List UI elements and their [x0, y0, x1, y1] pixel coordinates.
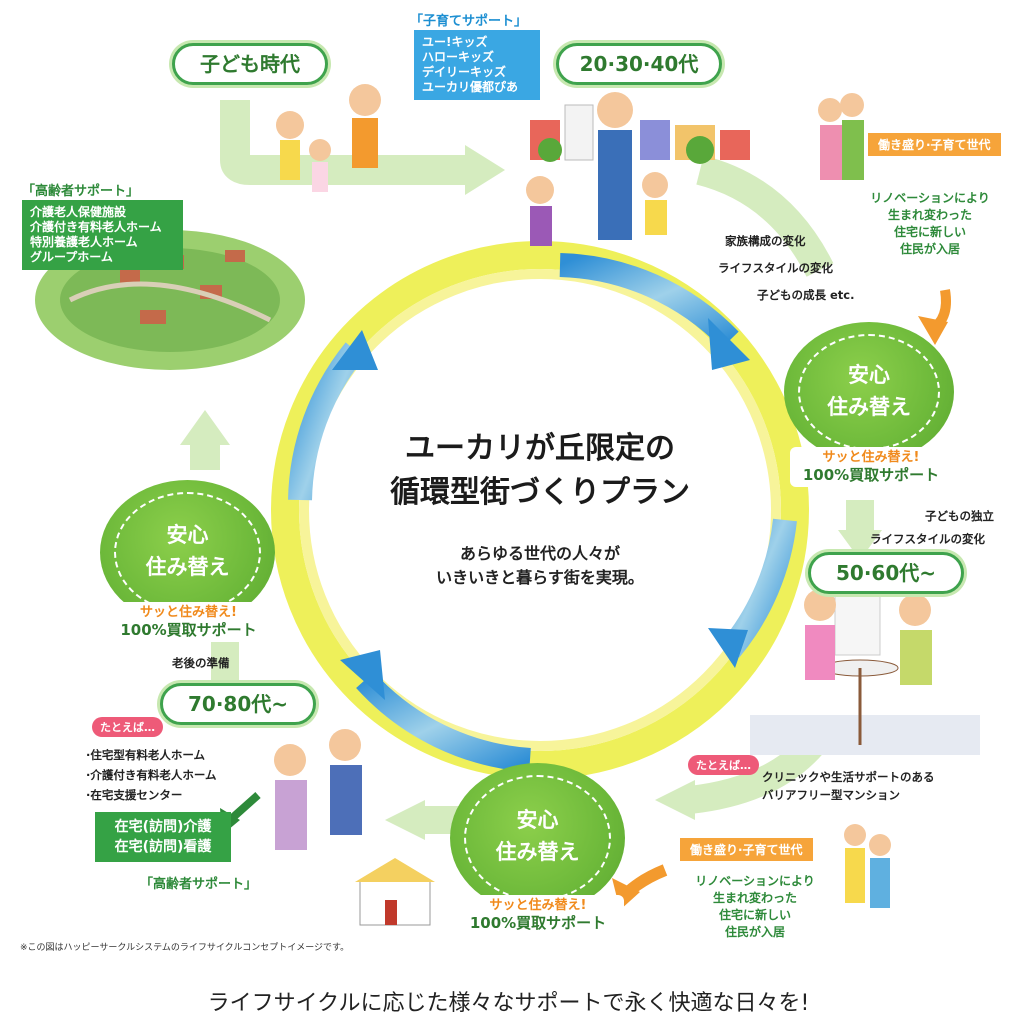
relocation-subtitle: 住み替え	[827, 395, 911, 419]
buyback: 100%買取サポート	[469, 914, 607, 932]
children-illustration	[276, 84, 381, 192]
footer-tagline: ライフサイクルに応じた様々なサポートで永く快適な日々を!	[207, 991, 810, 1016]
mansion-note-line: クリニックや生活サポートのある	[762, 770, 935, 784]
elderly-facility-item: ·介護付き有料老人ホーム	[86, 768, 217, 782]
elderly-couple-illustration	[274, 729, 362, 850]
elderly-support-item: 介護付き有料老人ホーム	[30, 220, 162, 234]
buyback: 100%買取サポート	[120, 621, 257, 639]
child-support-item: ハローキッズ	[422, 50, 495, 64]
elderly-facilities: ·住宅型有料老人ホーム ·介護付き有料老人ホーム ·在宅支援センター	[86, 745, 217, 805]
buyback-support-right: サッと住み替え! 100%買取サポート	[790, 447, 952, 487]
elderly-support-item: 特別養護老人ホーム	[30, 235, 138, 249]
cafe-scene-illustration	[750, 594, 980, 755]
stage-20-40: 20·30·40代	[556, 43, 722, 85]
example-bubble-left: たとえば…	[92, 717, 163, 737]
elderly-support-item: 介護老人保健施設	[30, 205, 127, 219]
child-support-label: 「子育てサポート」	[410, 14, 528, 29]
elderly-support-label-top: 「高齢者サポート」	[22, 184, 140, 199]
middle-age-couple-illustration	[804, 589, 932, 685]
center-title-line2: 循環型街づくりプラン	[390, 475, 690, 510]
stage-50-60: 50·60代~	[808, 552, 964, 594]
renovation-line: 住民が入居	[899, 242, 960, 256]
renovation-line: 住宅に新しい	[893, 225, 966, 239]
young-couple-illustration-top	[818, 93, 864, 180]
relocation-subtitle: 住み替え	[145, 555, 230, 579]
mansion-note: クリニックや生活サポートのある バリアフリー型マンション	[762, 768, 935, 804]
relocation-title: 安心	[516, 808, 559, 832]
renovation-line: 住宅に新しい	[718, 908, 791, 922]
young-couple-illustration-bottom	[844, 824, 891, 908]
renovation-line: 住民が入居	[724, 925, 785, 939]
change-note: 家族構成の変化	[725, 234, 806, 248]
relocation-title: 安心	[166, 523, 209, 547]
elderly-support-item: 在宅(訪問)介護	[114, 819, 212, 835]
child-support-item: デイリーキッズ	[422, 65, 507, 79]
town-houses-illustration	[530, 104, 750, 164]
center-panel: ユーカリが丘限定の 循環型街づくりプラン あらゆる世代の人々が いきいきと暮らす…	[330, 420, 750, 620]
family-illustration	[526, 92, 668, 246]
quick-relocation: サッと住み替え!	[822, 450, 920, 465]
change-note: ライフスタイルの変化	[718, 261, 833, 275]
independence-note: 子どもの独立	[925, 509, 994, 523]
mansion-note-line: バリアフリー型マンション	[762, 788, 900, 802]
independence-note: ライフスタイルの変化	[870, 532, 985, 546]
footnote: ※この図はハッピーサークルシステムのライフサイクルコンセプトイメージです。	[20, 943, 350, 953]
relocation-blob-left: 安心 住み替え	[100, 480, 275, 625]
house-illustration	[355, 858, 435, 926]
renovation-note-top: リノベーションにより 生まれ変わった 住宅に新しい 住民が入居	[855, 190, 1005, 258]
relocation-blob-bottom: 安心 住み替え	[450, 763, 625, 913]
child-support-item: ユー!キッズ	[422, 35, 488, 49]
working-gen-tag-bottom: 働き盛り·子育て世代	[680, 838, 813, 861]
change-note: 子どもの成長 etc.	[757, 288, 855, 302]
aging-note: 老後の準備	[172, 656, 230, 670]
buyback-support-bottom: サッと住み替え! 100%買取サポート	[452, 895, 624, 935]
center-sub-line1: あらゆる世代の人々が	[459, 544, 620, 563]
elderly-support-item: 在宅(訪問)看護	[114, 839, 212, 855]
center-sub-line2: いきいきと暮らす街を実現。	[436, 568, 644, 587]
example-bubble-right: たとえば…	[688, 755, 759, 775]
elderly-support-box-bottom: 在宅(訪問)介護 在宅(訪問)看護	[95, 812, 231, 862]
child-support-item: ユーカリ優都ぴあ	[422, 80, 519, 94]
elderly-support-label-bottom: 「高齢者サポート」	[140, 877, 258, 892]
relocation-title: 安心	[848, 363, 890, 387]
elderly-facility-item: ·住宅型有料老人ホーム	[86, 748, 206, 762]
stage-70-80: 70·80代~	[160, 683, 316, 725]
renovation-line: 生まれ変わった	[887, 208, 972, 222]
relocation-subtitle: 住み替え	[495, 840, 580, 864]
elderly-support-item: グループホーム	[30, 250, 113, 264]
renovation-line: 生まれ変わった	[712, 891, 797, 905]
quick-relocation: サッと住み替え!	[489, 898, 587, 913]
stage-childhood: 子ども時代	[172, 43, 328, 85]
quick-relocation: サッと住み替え!	[140, 605, 237, 620]
child-support-box: ユー!キッズ ハローキッズ デイリーキッズ ユーカリ優都ぴあ	[414, 30, 540, 100]
center-title-line1: ユーカリが丘限定の	[405, 431, 675, 466]
renovation-line: リノベーションにより	[870, 191, 990, 205]
renovation-note-bottom: リノベーションにより 生まれ変わった 住宅に新しい 住民が入居	[680, 873, 830, 941]
working-gen-tag-top: 働き盛り·子育て世代	[868, 133, 1001, 156]
renovation-line: リノベーションにより	[695, 874, 815, 888]
buyback-support-left: サッと住み替え! 100%買取サポート	[100, 602, 277, 642]
relocation-blob-right: 安心 住み替え	[784, 322, 954, 462]
buyback: 100%買取サポート	[802, 466, 940, 484]
elderly-support-box-top: 介護老人保健施設 介護付き有料老人ホーム 特別養護老人ホーム グループホーム	[22, 200, 183, 270]
elderly-facility-item: ·在宅支援センター	[86, 788, 183, 802]
